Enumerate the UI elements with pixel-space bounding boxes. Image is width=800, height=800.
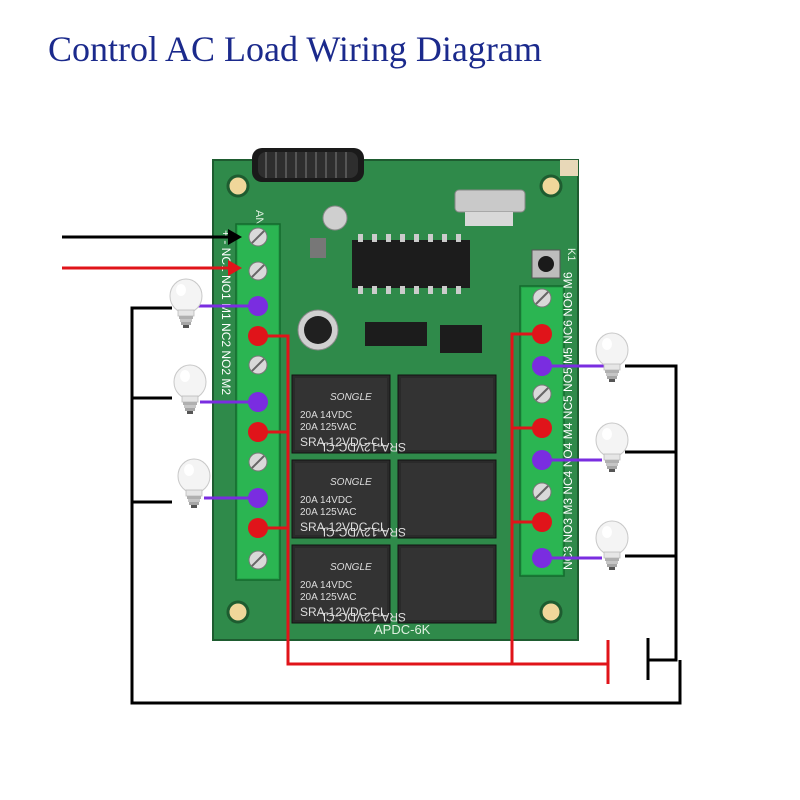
relay-model: SRA-12VDC-CL: [319, 610, 406, 624]
relay-brand: SONGLE: [330, 477, 372, 488]
board-model-label: APDC-6K: [374, 622, 431, 637]
relay-model: SRA-12VDC-CL: [300, 605, 387, 619]
relay-rating-ac: 20A 125VAC: [300, 592, 357, 603]
neutral-wiring: [130, 306, 682, 705]
left-screws: [248, 227, 268, 570]
relay-model: SRA-12VDC-CL: [300, 435, 387, 449]
relay-rating-ac: 20A 125VAC: [300, 507, 357, 518]
right-screws: [532, 288, 552, 502]
relay-model: SRA-12VDC-CL: [300, 520, 387, 534]
relay-brand: SONGLE: [330, 392, 372, 403]
key-label: K1: [565, 248, 577, 261]
left-terminal-labels: + - NC1 NO1 M1 NC2 NO2 M2: [219, 230, 233, 395]
antenna-coil: [252, 148, 364, 182]
relay-brand: SONGLE: [330, 562, 372, 573]
relay-rating-dc: 20A 14VDC: [300, 495, 352, 506]
relay-model: SRA-12VDC-CL: [319, 525, 406, 539]
right-terminal-labels: NC3 NO3 M3 NC4 NO4 M4 NC5 NO5 M5 NC6 NO6…: [561, 272, 575, 570]
relay-rating-dc: 20A 14VDC: [300, 410, 352, 421]
input-wires: [62, 229, 242, 276]
terminal-dots: [248, 296, 552, 568]
relay-rating-dc: 20A 14VDC: [300, 580, 352, 591]
relay-rating-ac: 20A 125VAC: [300, 422, 357, 433]
relay-model: SRA-12VDC-CL: [319, 440, 406, 454]
diagram-title: Control AC Load Wiring Diagram: [48, 29, 542, 69]
